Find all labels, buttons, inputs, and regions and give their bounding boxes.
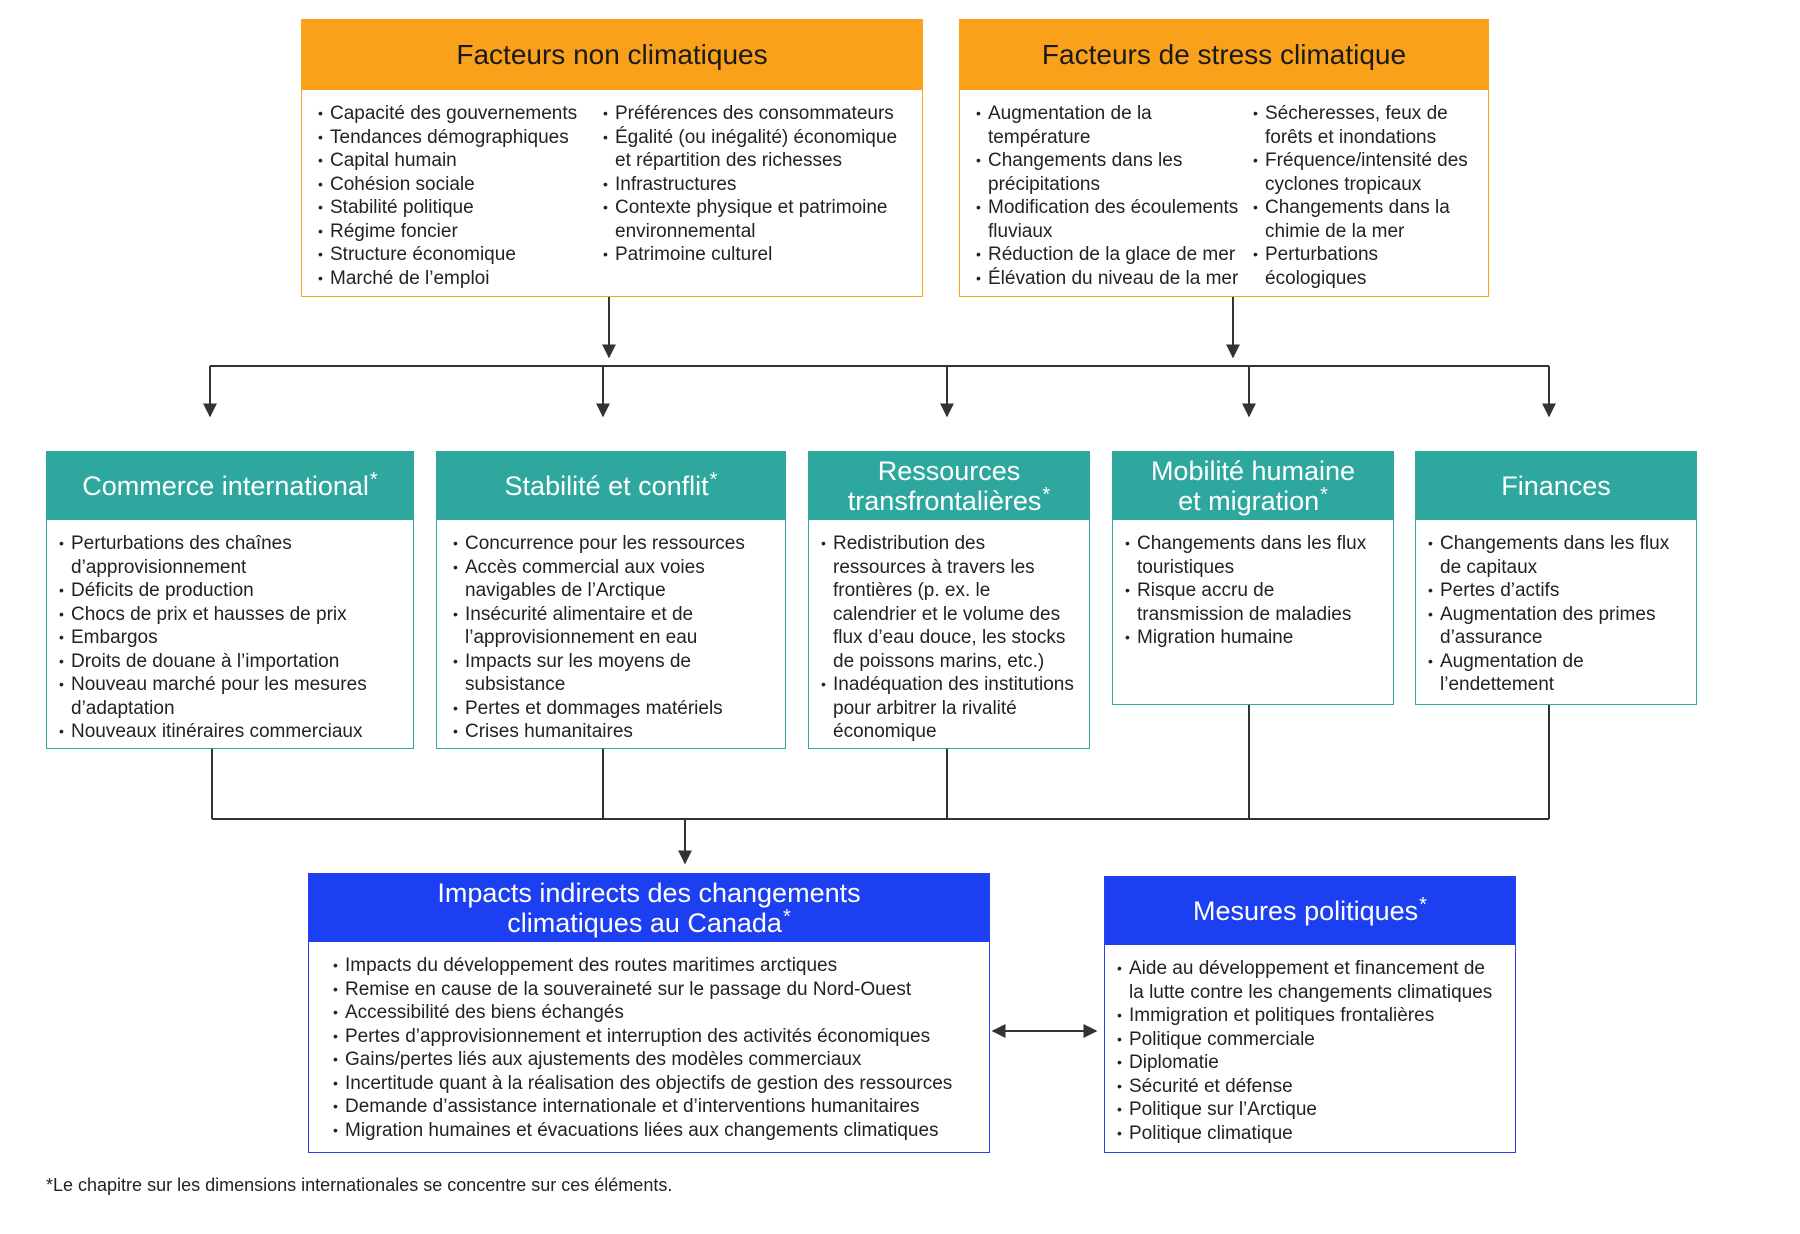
list-item: Droits de douane à l’importation: [59, 650, 401, 674]
item-list: Changements dans les flux touristiques R…: [1113, 520, 1393, 650]
list-item: Aide au développement et financement de …: [1117, 957, 1503, 1004]
list-item: Changements dans les précipitations: [976, 149, 1253, 196]
list-item: Nouveaux itinéraires commerciaux: [59, 720, 401, 744]
list-item: Embargos: [59, 626, 401, 650]
item-list: Impacts du développement des routes mari…: [309, 942, 989, 1142]
list-item: Régime foncier: [318, 220, 603, 244]
box-title: Finances: [1416, 452, 1696, 520]
list-item: Capital humain: [318, 149, 603, 173]
list-col-1: Capacité des gouvernements Tendances dém…: [318, 102, 603, 290]
list-item: Modification des écoulements fluviaux: [976, 196, 1253, 243]
box-climatic-stress-factors: Facteurs de stress climatique Augmentati…: [959, 19, 1489, 297]
list-item: Pertes d’actifs: [1428, 579, 1684, 603]
list-item: Remise en cause de la souveraineté sur l…: [333, 978, 977, 1002]
list-item: Nouveau marché pour les mesures d’adapta…: [59, 673, 401, 720]
list-item: Pertes et dommages matériels: [453, 697, 773, 721]
item-list: Aide au développement et financement de …: [1105, 945, 1515, 1145]
list-item: Pertes d’approvisionnement et interrupti…: [333, 1025, 977, 1049]
item-list: Concurrence pour les ressources Accès co…: [437, 520, 785, 744]
item-list: Changements dans les flux de capitaux Pe…: [1416, 520, 1696, 697]
list-item: Immigration et politiques frontalières: [1117, 1004, 1503, 1028]
list-item: Risque accru de transmission de maladies: [1125, 579, 1381, 626]
list-item: Structure économique: [318, 243, 603, 267]
list-item: Concurrence pour les ressources: [453, 532, 773, 556]
list-item: Diplomatie: [1117, 1051, 1503, 1075]
list-item: Déficits de production: [59, 579, 401, 603]
list-item: Inadéquation des institutions pour arbit…: [821, 673, 1077, 744]
list-item: Changements dans la chimie de la mer: [1253, 196, 1474, 243]
box-title: Commerce international*: [47, 452, 413, 520]
item-list: Redistribution des ressources à travers …: [809, 520, 1089, 744]
list-item: Réduction de la glace de mer: [976, 243, 1253, 267]
list-item: Politique sur l’Arctique: [1117, 1098, 1503, 1122]
box-finances: Finances Changements dans les flux de ca…: [1415, 451, 1697, 705]
box-ressources-transfrontalieres: Ressources transfrontalières* Redistribu…: [808, 451, 1090, 749]
list-item: Fréquence/intensité des cyclones tropica…: [1253, 149, 1474, 196]
list-item: Marché de l’emploi: [318, 267, 603, 291]
list-item: Sécheresses, feux de forêts et inondatio…: [1253, 102, 1474, 149]
list-item: Préférences des consommateurs: [603, 102, 908, 126]
list-item: Augmentation de l’endettement: [1428, 650, 1684, 697]
list-item: Changements dans les flux touristiques: [1125, 532, 1381, 579]
box-title: Mobilité humaine et migration*: [1113, 452, 1393, 520]
box-stabilite-conflit: Stabilité et conflit* Concurrence pour l…: [436, 451, 786, 749]
list-item: Perturbations des chaînes d’approvisionn…: [59, 532, 401, 579]
list-item: Chocs de prix et hausses de prix: [59, 603, 401, 627]
box-commerce-international: Commerce international* Perturbations de…: [46, 451, 414, 749]
list-item: Impacts du développement des routes mari…: [333, 954, 977, 978]
list-item: Stabilité politique: [318, 196, 603, 220]
list-item: Changements dans les flux de capitaux: [1428, 532, 1684, 579]
list-item: Capacité des gouvernements: [318, 102, 603, 126]
box-impacts-indirects: Impacts indirects des changements climat…: [308, 873, 990, 1153]
box-title: Stabilité et conflit*: [437, 452, 785, 520]
list-item: Élévation du niveau de la mer: [976, 267, 1253, 291]
list-item: Insécurité alimentaire et de l’approvisi…: [453, 603, 773, 650]
list-col-1: Augmentation de la température Changemen…: [976, 102, 1253, 290]
box-title: Facteurs non climatiques: [302, 20, 922, 90]
list-item: Contexte physique et patrimoine environn…: [603, 196, 908, 243]
list-item: Cohésion sociale: [318, 173, 603, 197]
box-mesures-politiques: Mesures politiques* Aide au développemen…: [1104, 876, 1516, 1153]
list-col-2: Sécheresses, feux de forêts et inondatio…: [1253, 102, 1474, 290]
list-item: Migration humaine: [1125, 626, 1381, 650]
list-item: Politique climatique: [1117, 1122, 1503, 1146]
list-item: Augmentation de la température: [976, 102, 1253, 149]
box-title: Ressources transfrontalières*: [809, 452, 1089, 520]
list-item: Gains/pertes liés aux ajustements des mo…: [333, 1048, 977, 1072]
list-item: Incertitude quant à la réalisation des o…: [333, 1072, 977, 1096]
list-col-2: Préférences des consommateurs Égalité (o…: [603, 102, 908, 290]
list-item: Perturbations écologiques: [1253, 243, 1474, 290]
box-title: Impacts indirects des changements climat…: [309, 874, 989, 942]
list-item: Impacts sur les moyens de subsistance: [453, 650, 773, 697]
list-item: Tendances démographiques: [318, 126, 603, 150]
list-item: Accessibilité des biens échangés: [333, 1001, 977, 1025]
list-item: Migration humaines et évacuations liées …: [333, 1119, 977, 1143]
list-item: Redistribution des ressources à travers …: [821, 532, 1077, 673]
list-item: Accès commercial aux voies navigables de…: [453, 556, 773, 603]
list-item: Égalité (ou inégalité) économique et rép…: [603, 126, 908, 173]
box-non-climatic-factors: Facteurs non climatiques Capacité des go…: [301, 19, 923, 297]
item-list: Perturbations des chaînes d’approvisionn…: [47, 520, 413, 744]
box-title: Facteurs de stress climatique: [960, 20, 1488, 90]
list-item: Infrastructures: [603, 173, 908, 197]
list-item: Augmentation des primes d’assurance: [1428, 603, 1684, 650]
list-item: Politique commerciale: [1117, 1028, 1503, 1052]
list-item: Demande d’assistance internationale et d…: [333, 1095, 977, 1119]
list-item: Sécurité et défense: [1117, 1075, 1503, 1099]
box-mobilite-humaine: Mobilité humaine et migration* Changemen…: [1112, 451, 1394, 705]
box-title: Mesures politiques*: [1105, 877, 1515, 945]
footnote: *Le chapitre sur les dimensions internat…: [46, 1175, 673, 1195]
list-item: Patrimoine culturel: [603, 243, 908, 267]
list-item: Crises humanitaires: [453, 720, 773, 744]
